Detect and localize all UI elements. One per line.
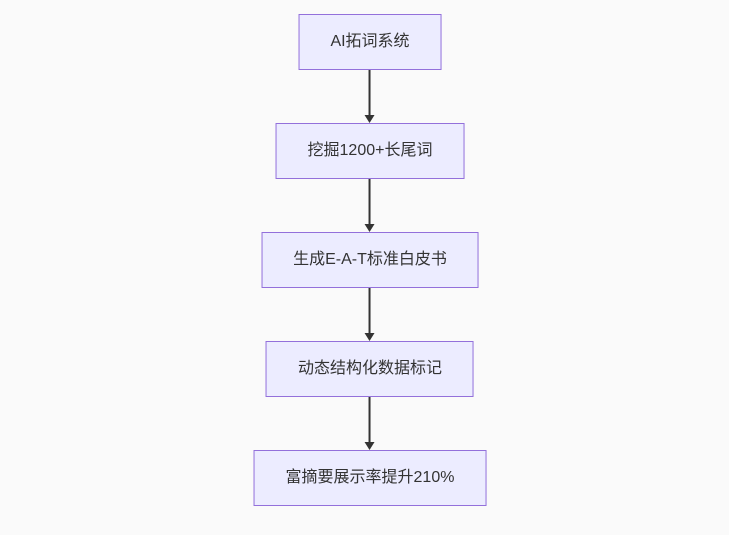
arrow-line [369,179,371,225]
arrow-line [369,288,371,334]
arrow-line [369,397,371,443]
arrow-down-icon [365,333,375,341]
arrow-line [369,70,371,116]
flowchart: AI拓词系统 挖掘1200+长尾词 生成E-A-T标准白皮书 动态结构化数据标记 [253,14,487,506]
arrow-down-icon [365,115,375,123]
flow-node-label: AI拓词系统 [330,33,410,50]
flow-node-longtail-mining: 挖掘1200+长尾词 [275,123,465,179]
arrow-down-icon [365,224,375,232]
flow-node-label: 富摘要展示率提升210% [285,469,455,486]
flow-node-ai-keyword-system: AI拓词系统 [298,14,442,70]
flow-arrow [365,288,375,341]
flow-arrow [365,179,375,232]
flow-node-label: 动态结构化数据标记 [297,360,442,377]
flow-node-structured-data: 动态结构化数据标记 [265,341,474,397]
flow-node-label: 挖掘1200+长尾词 [307,142,433,159]
flow-node-rich-snippet-result: 富摘要展示率提升210% [253,450,487,506]
arrow-down-icon [365,442,375,450]
flow-arrow [365,70,375,123]
flow-node-eat-whitepaper: 生成E-A-T标准白皮书 [261,232,479,288]
flow-node-label: 生成E-A-T标准白皮书 [293,251,447,268]
flow-arrow [365,397,375,450]
